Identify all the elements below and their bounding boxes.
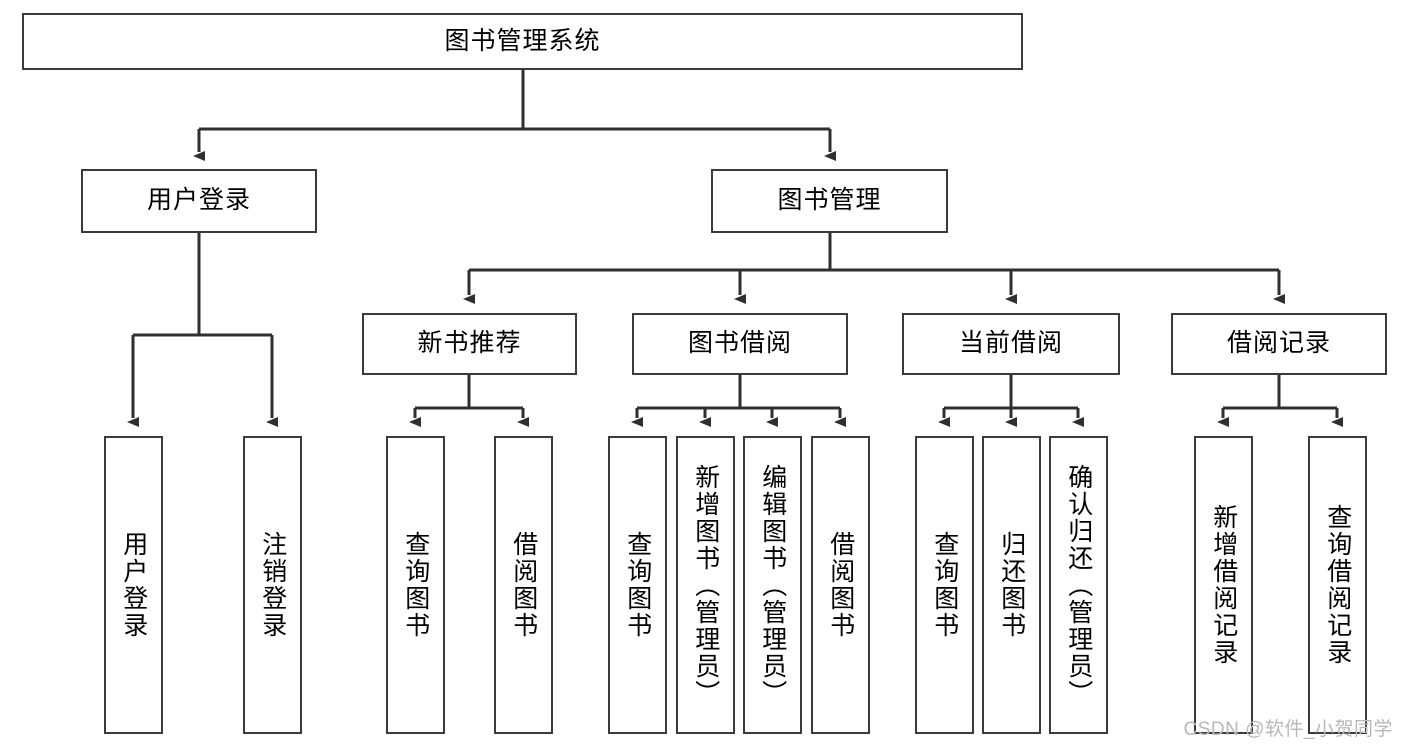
- node-new-book-recommend-label: 新书推荐: [417, 329, 522, 358]
- leaf-edit-book-admin[interactable]: 编辑图书（管理员）: [743, 436, 802, 734]
- node-root[interactable]: 图书管理系统: [22, 13, 1023, 70]
- leaf-add-borrow-record-label: 新增借阅记录: [1209, 504, 1238, 666]
- node-root-label: 图书管理系统: [444, 26, 601, 55]
- leaf-borrow-book-label: 借阅图书: [826, 531, 855, 639]
- leaf-query-book[interactable]: 查询图书: [608, 436, 667, 734]
- leaf-query-borrow-record[interactable]: 查询借阅记录: [1308, 436, 1367, 734]
- leaf-confirm-return-admin-label: 确认归还（管理员）: [1064, 463, 1093, 707]
- leaf-borrow-book-recommend-label: 借阅图书: [509, 531, 538, 639]
- leaf-query-book-recommend[interactable]: 查询图书: [386, 436, 445, 734]
- node-new-book-recommend[interactable]: 新书推荐: [362, 313, 577, 375]
- leaf-borrow-book-recommend[interactable]: 借阅图书: [494, 436, 553, 734]
- leaf-return-book[interactable]: 归还图书: [982, 436, 1041, 734]
- node-current-borrow[interactable]: 当前借阅: [902, 313, 1120, 375]
- leaf-query-book-current-label: 查询图书: [930, 531, 959, 639]
- watermark: CSDN @软件_小贺同学: [1183, 719, 1393, 740]
- node-user-login[interactable]: 用户登录: [81, 169, 317, 233]
- leaf-user-login[interactable]: 用户登录: [104, 436, 163, 734]
- node-book-borrow-label: 图书借阅: [687, 329, 792, 358]
- leaf-edit-book-admin-label: 编辑图书（管理员）: [758, 463, 787, 707]
- node-borrow-records[interactable]: 借阅记录: [1171, 313, 1387, 375]
- node-book-management[interactable]: 图书管理: [711, 169, 948, 233]
- leaf-logout-label: 注销登录: [258, 531, 287, 639]
- leaf-add-book-admin[interactable]: 新增图书（管理员）: [676, 436, 735, 734]
- node-book-borrow[interactable]: 图书借阅: [632, 313, 848, 375]
- leaf-borrow-book[interactable]: 借阅图书: [811, 436, 870, 734]
- leaf-query-book-label: 查询图书: [623, 531, 652, 639]
- leaf-confirm-return-admin[interactable]: 确认归还（管理员）: [1049, 436, 1108, 734]
- node-current-borrow-label: 当前借阅: [958, 329, 1063, 358]
- leaf-query-book-recommend-label: 查询图书: [401, 531, 430, 639]
- leaf-logout[interactable]: 注销登录: [243, 436, 302, 734]
- leaf-add-borrow-record[interactable]: 新增借阅记录: [1194, 436, 1253, 734]
- node-user-login-label: 用户登录: [146, 186, 251, 215]
- node-book-management-label: 图书管理: [777, 186, 882, 215]
- leaf-user-login-label: 用户登录: [119, 531, 148, 639]
- leaf-add-book-admin-label: 新增图书（管理员）: [691, 463, 720, 707]
- leaf-query-borrow-record-label: 查询借阅记录: [1323, 504, 1352, 666]
- leaf-query-book-current[interactable]: 查询图书: [915, 436, 974, 734]
- leaf-return-book-label: 归还图书: [997, 531, 1026, 639]
- node-borrow-records-label: 借阅记录: [1226, 329, 1331, 358]
